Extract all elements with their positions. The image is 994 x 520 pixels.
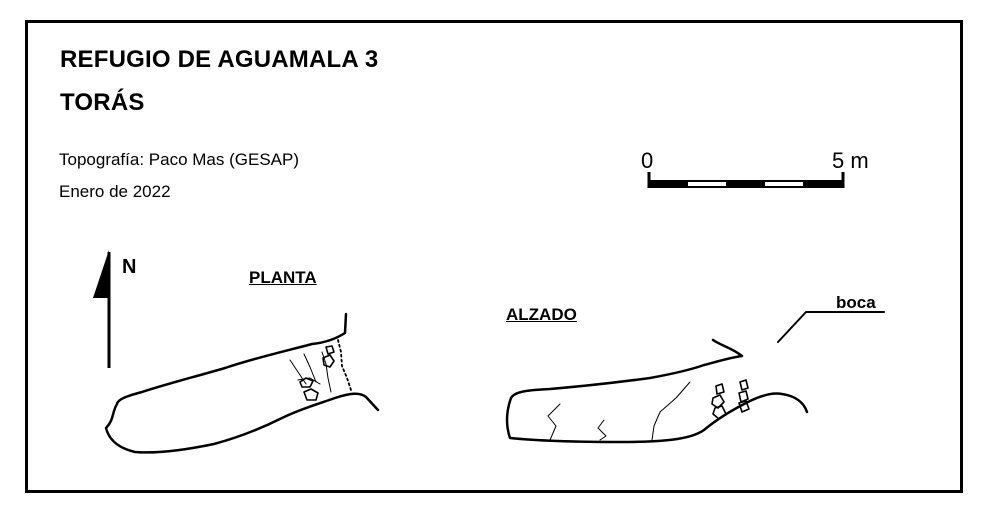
north-label: N	[122, 256, 137, 278]
map-frame	[25, 20, 963, 493]
north-arrow-icon	[93, 250, 111, 368]
elevation-view-label: ALZADO	[506, 305, 577, 324]
scale-bar	[647, 172, 845, 188]
survey-date: Enero de 2022	[59, 182, 171, 201]
entrance-label: boca	[836, 293, 876, 312]
cave-title: REFUGIO DE AGUAMALA 3	[60, 46, 379, 73]
location-subtitle: TORÁS	[60, 89, 145, 116]
plan-view-label: PLANTA	[249, 268, 317, 287]
scale-end-label: 5 m	[832, 148, 869, 173]
boulder-icon	[299, 345, 335, 401]
scale-start-label: 0	[641, 148, 654, 173]
plan-view-drawing	[104, 312, 380, 454]
survey-credit: Topografía: Paco Mas (GESAP)	[59, 150, 299, 169]
elevation-view-drawing	[505, 311, 885, 444]
entrance-pointer	[777, 311, 885, 343]
boulder-icon	[711, 379, 750, 420]
